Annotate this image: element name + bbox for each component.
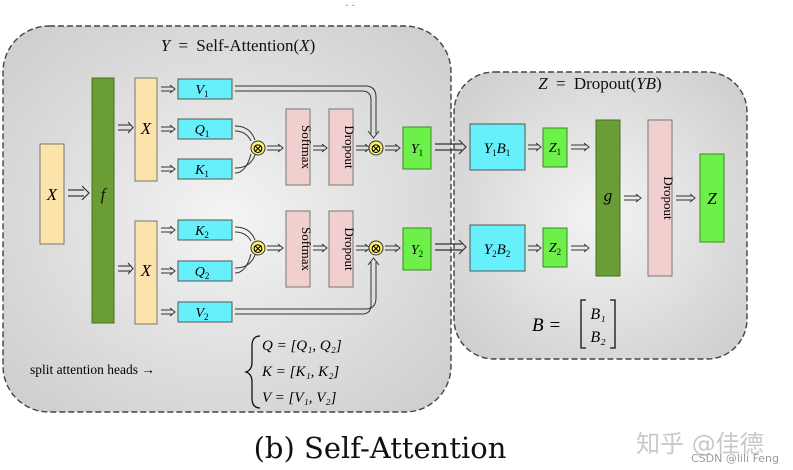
arrow-mult-to-softmax-top (267, 143, 284, 153)
softmax-top-label: Softmax (299, 125, 314, 170)
y1b1-box (469, 123, 526, 171)
z-output-label: Z (707, 189, 717, 208)
q1-label: Q1 (195, 123, 210, 139)
k1-label: K1 (194, 163, 209, 179)
arrow-v1-to-multiply (235, 85, 380, 139)
q2-label: Q2 (195, 265, 210, 281)
v2-label: V2 (195, 306, 208, 322)
arrow-x-to-f (68, 185, 90, 201)
f-label: f (101, 185, 108, 204)
arrows-x-top-to-vqk (161, 84, 176, 174)
z2-label: Z2 (549, 241, 561, 257)
arrow-f-to-x-bottom (118, 262, 134, 275)
b-matrix-right-bracket (610, 299, 616, 349)
y1b1-label: Y1B1 (484, 141, 511, 158)
x-input-box (39, 143, 65, 245)
right-panel-title: Z = Dropout(YB) (538, 74, 661, 93)
split-heads-k: K = [K₁, K₂] (261, 364, 339, 380)
g-box (595, 119, 621, 277)
arrow-z2-to-g (571, 243, 590, 253)
x-bottom-label: X (140, 261, 152, 280)
arrows-q1k1-to-multiply (234, 125, 256, 174)
f-box (91, 77, 115, 324)
z1-label: Z1 (549, 141, 561, 157)
softmax-bottom-label: Softmax (299, 227, 314, 272)
multiply-bottom-left-sym: ⊗ (252, 241, 264, 257)
k2-label: K2 (194, 224, 209, 240)
softmax-bottom-box (285, 210, 311, 288)
dropout-bottom-box (328, 210, 354, 288)
multiply-bottom-right-sym: ⊗ (370, 241, 382, 257)
figure-caption: (b) Self-Attention (254, 431, 507, 465)
b-matrix-left-bracket (580, 299, 586, 349)
dropout-bottom-label: Dropout (342, 227, 357, 271)
multiply-top-right-sym: ⊗ (370, 141, 382, 157)
b-matrix-bottom: B₂ (590, 329, 606, 346)
dropout-right-label: Dropout (661, 176, 676, 220)
y1-box (402, 126, 432, 170)
q1-box (177, 118, 233, 140)
z-output-box (699, 153, 725, 243)
y2b2-label: Y2B2 (484, 242, 511, 259)
multiply-top-left-sym: ⊗ (252, 141, 264, 157)
dropout-top-box (328, 108, 354, 186)
x-input-label: X (46, 185, 58, 204)
multiply-top-left (250, 140, 266, 156)
b-matrix-lhs: B = (532, 315, 561, 336)
multiply-top-right (368, 140, 384, 156)
k1-box (177, 158, 233, 180)
arrow-y1-to-y1b1 (435, 139, 467, 155)
split-heads-text: split attention heads → (30, 362, 155, 377)
b-matrix-top: B₁ (590, 306, 605, 323)
arrows-x-bottom-to-kqv (161, 225, 176, 317)
z1-box (542, 127, 568, 168)
arrow-mult-to-y1 (385, 143, 401, 153)
dropout-top-label: Dropout (342, 125, 357, 169)
dropout-right-box (647, 119, 673, 277)
arrow-mult-to-y2 (385, 243, 401, 253)
arrow-y1b1-to-z1 (528, 142, 542, 152)
left-panel-title: Y = Self-Attention(X) (161, 36, 316, 55)
k2-box (177, 219, 233, 241)
g-label: g (604, 186, 613, 205)
q2-box (177, 260, 233, 282)
arrow-z1-to-g (571, 142, 590, 152)
z2-box (542, 227, 568, 268)
v1-label: V1 (195, 83, 208, 99)
top-dots: · · (345, 1, 355, 12)
arrow-f-to-x-top (118, 121, 134, 134)
arrow-softmax-to-dropout-top (313, 143, 328, 153)
watermark-brand: 知乎 @佳德 (636, 430, 764, 458)
arrow-y2b2-to-z2 (528, 243, 542, 253)
multiply-bottom-left (250, 240, 266, 256)
y2b2-box (469, 224, 526, 272)
arrow-y2-to-y2b2 (435, 239, 467, 255)
x-top-label: X (140, 119, 152, 138)
arrow-dropout-to-z (676, 193, 696, 203)
arrows-k2q2-to-multiply (234, 226, 256, 274)
split-heads-brace (243, 335, 261, 409)
arrow-softmax-to-dropout-bottom (313, 243, 328, 253)
multiply-bottom-right (368, 240, 384, 256)
arrow-g-to-dropout (624, 193, 642, 203)
y1-label: Y1 (411, 142, 423, 158)
split-heads-v: V = [V₁, V₂] (262, 390, 337, 406)
y2-label: Y2 (411, 243, 423, 259)
v2-box (177, 301, 233, 323)
v1-box (177, 78, 233, 100)
split-heads-q: Q = [Q₁, Q₂] (262, 338, 342, 354)
x-top-box (134, 77, 158, 182)
x-bottom-box (134, 220, 158, 325)
y2-box (402, 227, 432, 271)
softmax-top-box (285, 108, 311, 186)
arrow-v2-to-multiply (235, 257, 380, 315)
watermark-site: CSDN @lili Feng (691, 452, 779, 465)
arrow-mult-to-softmax-bottom (267, 243, 284, 253)
